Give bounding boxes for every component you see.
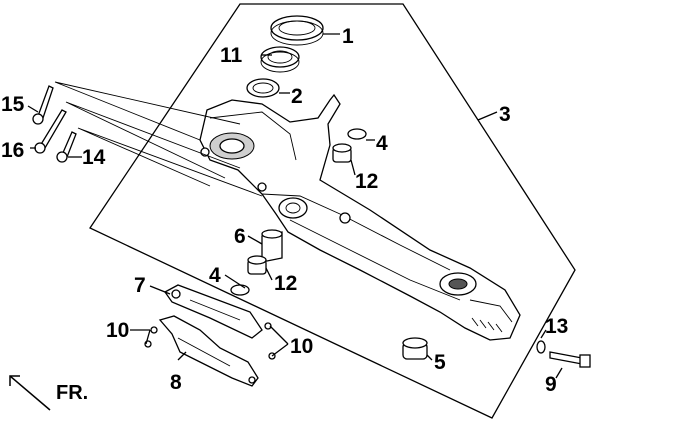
callout-2: 2 (291, 85, 303, 108)
callout-5: 5 (434, 351, 446, 374)
callout-15: 15 (1, 93, 25, 116)
part-5-bush (402, 337, 428, 360)
part-4-washer-lower (230, 284, 250, 296)
callout-16: 16 (1, 139, 24, 162)
part-10-bolts (144, 322, 276, 360)
bolt-guide-lines (54, 81, 263, 197)
part-15-bolt (32, 85, 54, 125)
front-direction-arrow-icon (9, 375, 51, 411)
assembly-boundary (89, 3, 576, 419)
part-14-nut (56, 131, 77, 163)
part-11-bearing (260, 46, 300, 73)
callout-12-upper: 12 (355, 170, 378, 193)
part-13-washer (536, 340, 546, 354)
part-2-circlip (246, 78, 280, 98)
callout-9: 9 (545, 373, 557, 396)
callout-10-right: 10 (290, 335, 313, 358)
part-12-bush-lower (247, 255, 267, 275)
callout-6: 6 (234, 225, 246, 248)
part-16-bolt (34, 109, 67, 154)
part-6-collar (261, 229, 283, 263)
callout-1: 1 (342, 25, 354, 48)
callout-3: 3 (499, 103, 511, 126)
part-7-bracket (164, 284, 263, 339)
part-8-bracket (158, 315, 259, 387)
callout-4-upper: 4 (376, 132, 388, 155)
part-3-swing-arm (199, 93, 521, 341)
part-12-bush-upper (332, 143, 352, 163)
callout-7: 7 (134, 274, 146, 297)
callout-10-left: 10 (106, 319, 129, 342)
callout-11: 11 (220, 44, 243, 67)
callout-4-lower: 4 (209, 264, 221, 287)
leader-lines (27, 33, 563, 379)
callout-13: 13 (545, 315, 568, 338)
callout-8: 8 (170, 371, 182, 394)
part-4-washer-upper (347, 128, 367, 140)
front-direction-label: FR. (56, 382, 88, 404)
part-9-bolt (549, 351, 591, 368)
callout-12-lower: 12 (274, 272, 297, 295)
part-1-seal (270, 15, 324, 46)
callout-14: 14 (82, 146, 106, 169)
